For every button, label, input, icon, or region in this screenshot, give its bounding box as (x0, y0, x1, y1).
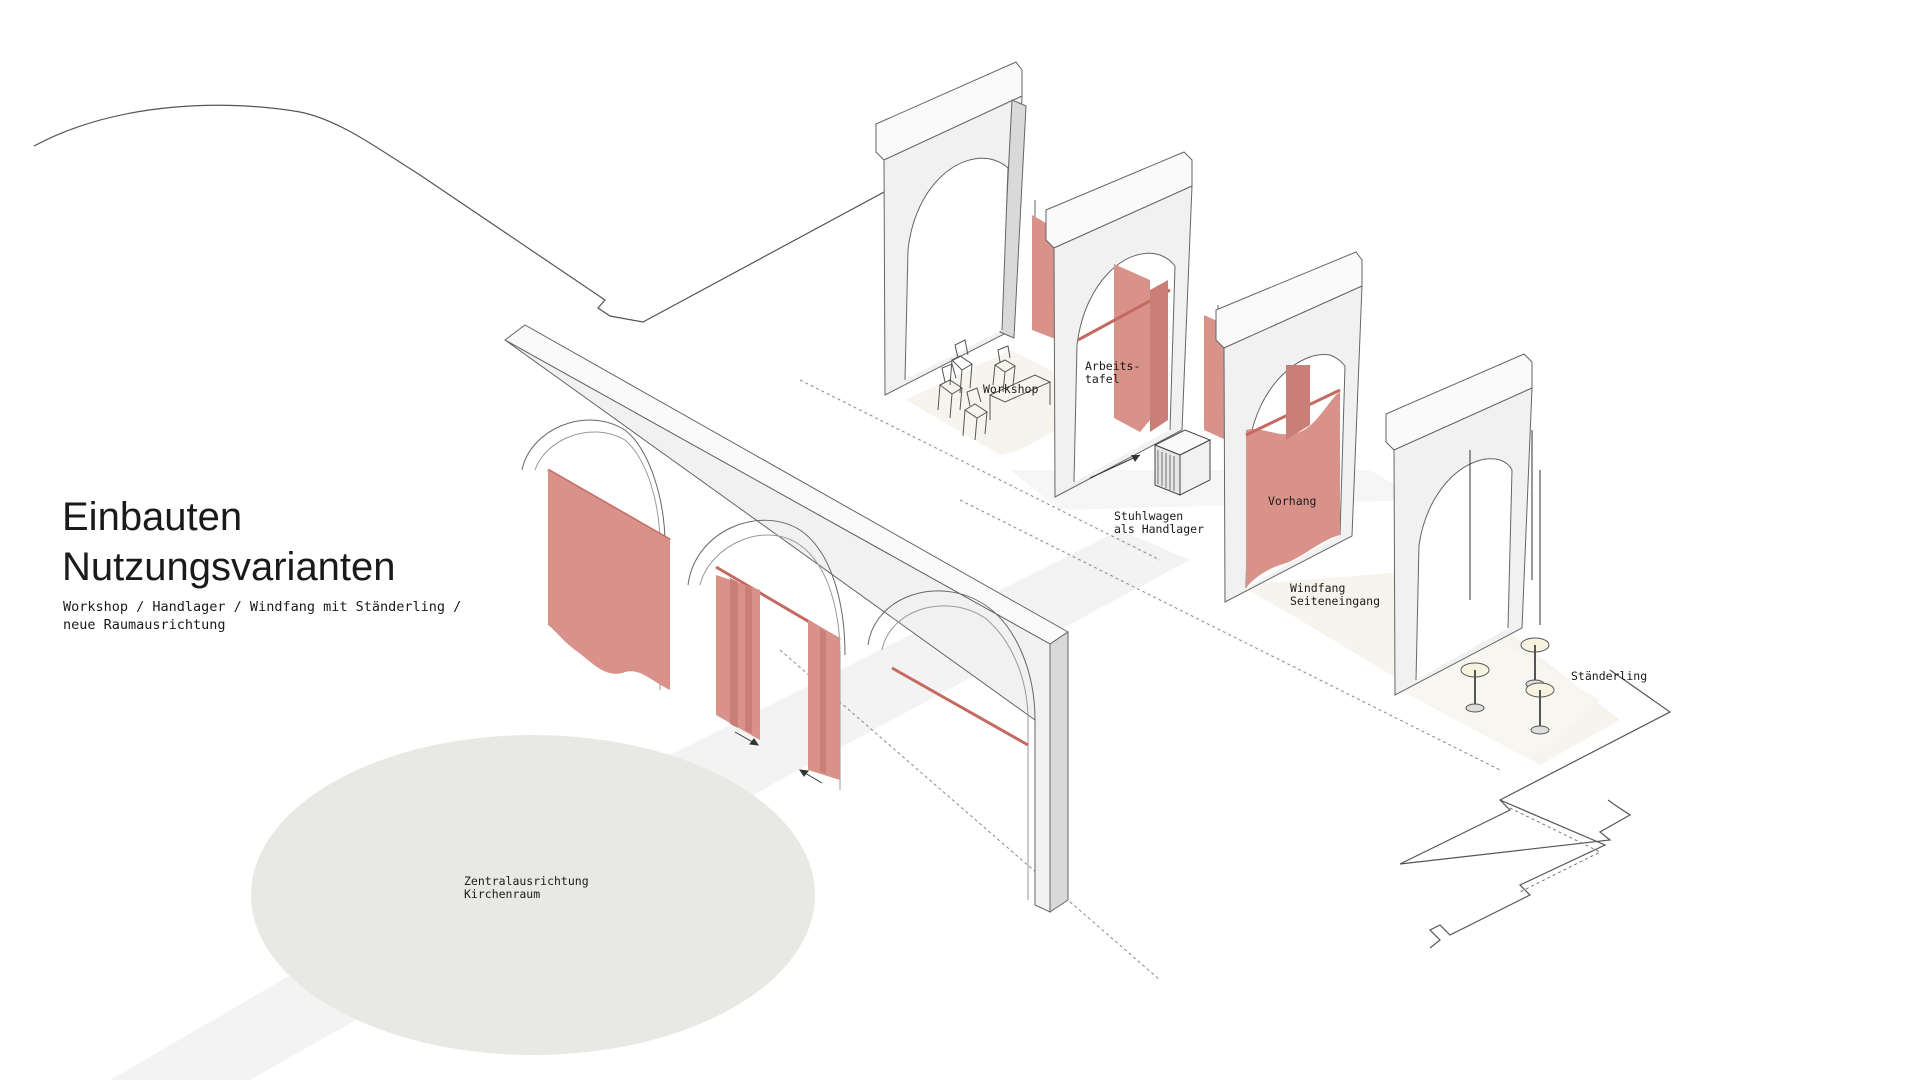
front-curtain-1 (547, 468, 671, 690)
label-zentralausrichtung: Zentralausrichtung Kirchenraum (464, 875, 589, 901)
diagram-title: Einbauten Nutzungsvarianten (62, 492, 396, 592)
title-line-1: Einbauten (62, 495, 243, 539)
label-stuhlwagen-line-1: Stuhlwagen (1114, 509, 1184, 523)
subtitle-line-1: Workshop / Handlager / Windfang mit Stän… (63, 599, 462, 615)
floor-plan-outline (33, 104, 911, 323)
central-orientation-ellipse (251, 735, 815, 1055)
floor-plan-dashed-1 (799, 379, 1161, 561)
label-windfang-line-2: Seiteneingang (1290, 594, 1381, 608)
label-arbeitstafel: Arbeits- tafel (1085, 360, 1140, 386)
label-windfang: Windfang Seiteneingang (1290, 582, 1380, 608)
curtain-vorhang (1245, 365, 1341, 588)
chair-trolley (1153, 429, 1212, 496)
trolley-arrow (1089, 454, 1141, 479)
curtain-slide-arrows (734, 731, 823, 784)
floor-plan-outline-right (1399, 669, 1672, 865)
curtain-arch-2 (1077, 264, 1171, 432)
floor-plan-outline-right-2 (1428, 799, 1607, 949)
diagram-subtitle: Workshop / Handlager / Windfang mit Stän… (63, 598, 461, 634)
label-windfang-line-1: Windfang (1290, 581, 1346, 595)
label-arbeitstafel-line-1: Arbeits- (1085, 359, 1141, 373)
label-zentralausrichtung-line-1: Zentralausrichtung (464, 874, 589, 888)
workshop-chairs (937, 339, 1052, 441)
trolley-arrowhead (1131, 455, 1140, 462)
label-workshop: Workshop (983, 382, 1039, 396)
label-stuhlwagen-line-2: als Handlager (1114, 522, 1205, 536)
front-curtain-2 (715, 565, 841, 780)
standing-table-3 (1525, 682, 1555, 735)
front-curtain-3-rod (891, 666, 1029, 747)
back-arch-1 (875, 61, 1027, 396)
curtain-back-left (1032, 200, 1058, 340)
label-arbeitstafel-line-2: tafel (1085, 372, 1120, 386)
standing-table-1 (1460, 662, 1490, 713)
label-staenderling: Ständerling (1571, 669, 1648, 683)
label-stuhlwagen: Stuhlwagen als Handlager (1114, 510, 1204, 536)
label-zentralausrichtung-line-2: Kirchenraum (464, 887, 541, 901)
label-vorhang: Vorhang (1268, 494, 1317, 508)
subtitle-line-2: neue Raumausrichtung (63, 617, 226, 633)
staenderling-poles (1469, 430, 1541, 625)
front-arcade (504, 324, 1069, 913)
back-arch-4 (1385, 353, 1533, 696)
title-line-2: Nutzungsvarianten (62, 545, 396, 589)
floor-plan-dashed-2 (959, 499, 1501, 771)
